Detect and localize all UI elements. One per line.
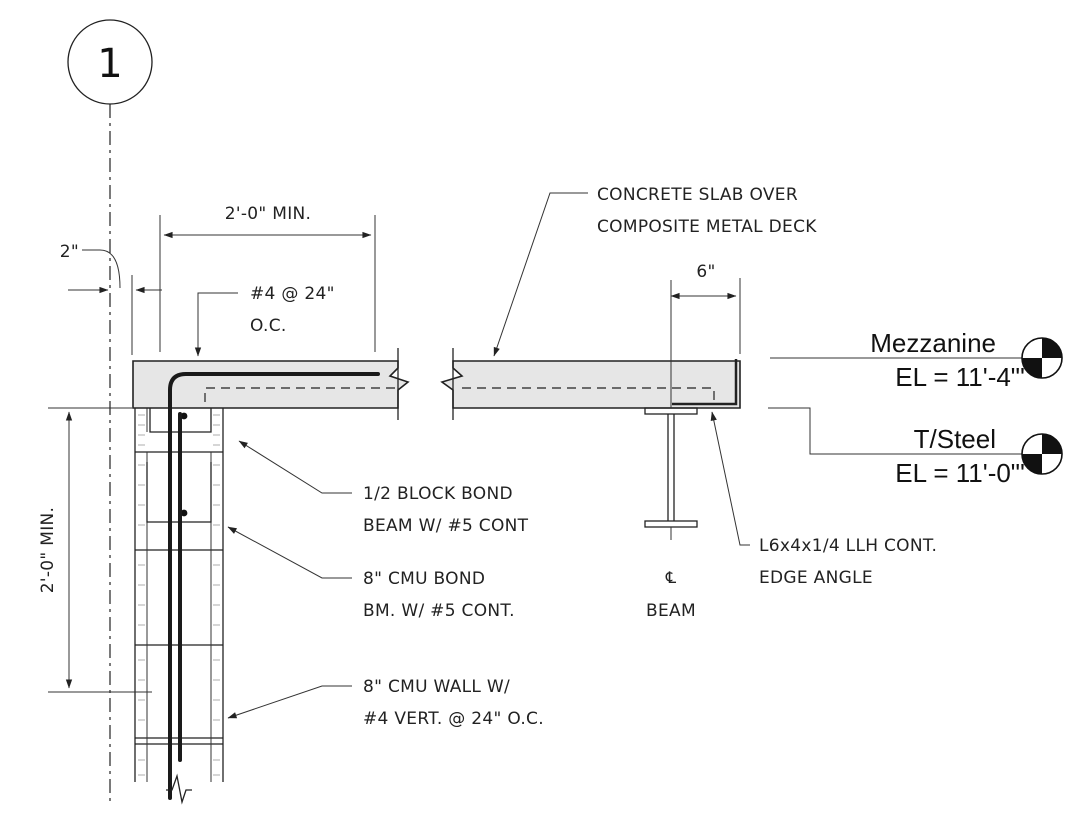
beam-bottom-flange xyxy=(644,520,698,528)
half-block-line2: BEAM W/ #5 CONT xyxy=(363,516,529,536)
level-mezzanine: Mezzanine EL = 11'-4"' xyxy=(770,328,1063,392)
cmu-wall-line2: #4 VERT. @ 24" O.C. xyxy=(363,709,544,729)
cmu-wall-line1: 8" CMU WALL W/ xyxy=(363,677,510,697)
hooked-top-bar xyxy=(168,372,380,422)
edge-angle-line2: EDGE ANGLE xyxy=(759,568,873,588)
beam-label: ℄ BEAM xyxy=(646,568,696,621)
cmu-bond-beam-bar-dot xyxy=(180,509,188,517)
rebar-note: #4 @ 24" O.C. xyxy=(194,284,335,357)
cmu-bond-line1: 8" CMU BOND xyxy=(363,569,485,589)
grid-label: 1 xyxy=(97,41,122,87)
deck-profile-right xyxy=(462,387,715,404)
edge-angle xyxy=(672,359,738,406)
dim-lap-length: 2'-0" MIN. xyxy=(159,204,376,352)
mezzanine-name: Mezzanine xyxy=(870,328,996,358)
offset-label: 2" xyxy=(60,242,79,262)
edge-angle-line1: L6x4x1/4 LLH CONT. xyxy=(759,536,937,556)
rebar-note-line2: O.C. xyxy=(250,316,287,336)
steel-target-symbol xyxy=(1021,433,1063,475)
slab-left-body xyxy=(132,360,410,409)
cmu-bond-line2: BM. W/ #5 CONT. xyxy=(363,601,515,621)
callout-cmu-bond-beam: 8" CMU BOND BM. W/ #5 CONT. xyxy=(227,526,515,621)
callout-half-block-bond-beam: 1/2 BLOCK BOND BEAM W/ #5 CONT xyxy=(238,440,529,536)
wall-break-line xyxy=(166,773,192,805)
beam-top-flange xyxy=(644,407,698,415)
slab-note-line1: CONCRETE SLAB OVER xyxy=(597,185,798,205)
cmu-hatch xyxy=(138,414,220,776)
lap-length-label: 2'-0" MIN. xyxy=(225,204,311,224)
slab-right xyxy=(440,348,741,420)
dim-offset: 2" xyxy=(60,242,162,355)
cmu-wall xyxy=(134,408,224,805)
gridline: 1 xyxy=(67,19,153,802)
beam-label-text: BEAM xyxy=(646,601,696,621)
deck-profile-left xyxy=(204,387,398,402)
vertical-extent-label: 2'-0" MIN. xyxy=(38,507,58,593)
centerline-symbol: ℄ xyxy=(665,568,677,587)
rebar-note-line1: #4 @ 24" xyxy=(250,284,335,304)
dim-vertical: 2'-0" MIN. xyxy=(38,407,152,693)
angle-leg-label: 6" xyxy=(696,262,715,282)
steel-beam xyxy=(644,280,698,540)
level-steel: T/Steel EL = 11'-0"' xyxy=(768,407,1063,488)
slab-right-body xyxy=(440,360,741,409)
callout-cmu-wall: 8" CMU WALL W/ #4 VERT. @ 24" O.C. xyxy=(227,677,544,729)
bond-beam-bar-dot xyxy=(180,412,188,420)
slab-note-line2: COMPOSITE METAL DECK xyxy=(597,217,817,237)
callout-edge-angle: L6x4x1/4 LLH CONT. EDGE ANGLE xyxy=(710,411,937,588)
slab-left xyxy=(132,348,410,422)
mezzanine-elevation: EL = 11'-4"' xyxy=(895,362,1025,392)
steel-name: T/Steel xyxy=(914,424,996,454)
dim-angle-leg: 6" xyxy=(670,262,741,354)
steel-level-line xyxy=(768,407,1022,455)
slab-note: CONCRETE SLAB OVER COMPOSITE METAL DECK xyxy=(493,185,817,357)
half-block-line1: 1/2 BLOCK BOND xyxy=(363,484,513,504)
steel-elevation: EL = 11'-0"' xyxy=(895,458,1025,488)
mezzanine-target-symbol xyxy=(1021,337,1063,379)
offset-leader xyxy=(82,249,121,289)
